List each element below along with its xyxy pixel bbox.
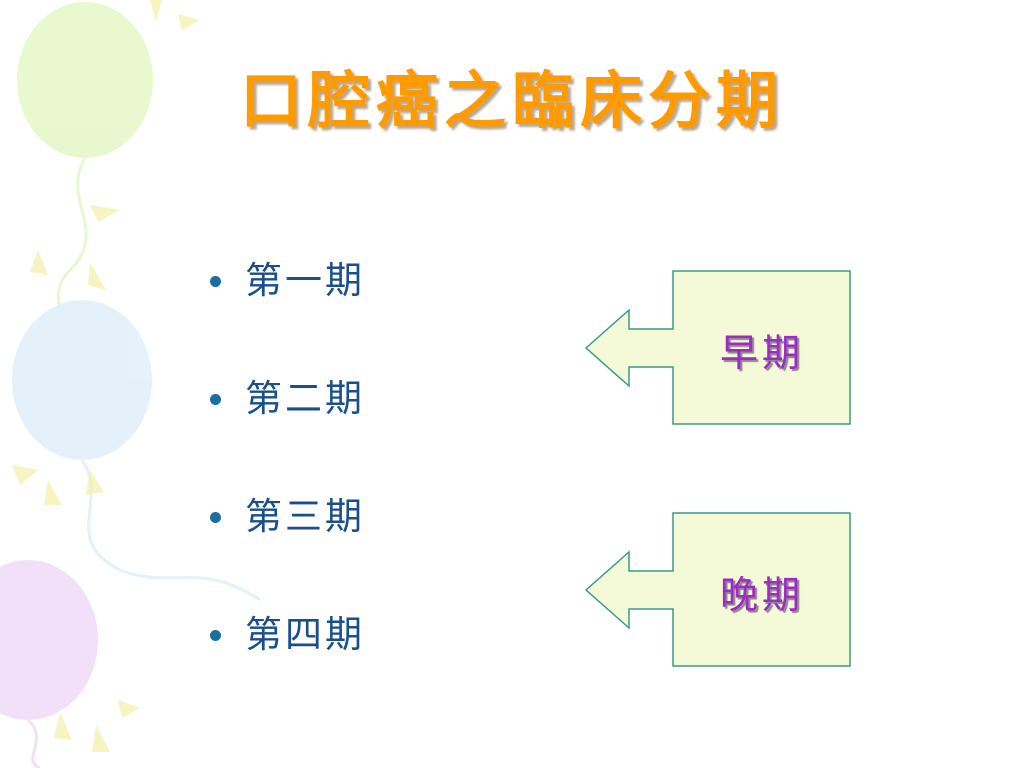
late-stage-label: 晚期 [719,572,804,617]
stage-label: 第一期 [245,258,365,302]
stage-label: 第三期 [245,494,365,538]
slide-title: 口腔癌之臨床分期 [239,64,784,137]
sparkle-icon [150,0,162,22]
sparkle-icon [90,205,120,222]
left-arrow-callout-icon [584,512,851,667]
sparkle-icon [54,712,72,740]
late-stage-callout: 晚期 [584,512,854,670]
balloon-blue-icon [12,300,152,460]
balloon-purple-icon [0,560,98,720]
sparkle-icon [118,700,140,718]
bullet-icon [210,629,221,641]
sparkle-icon [92,725,110,752]
list-item: 第四期 [210,604,365,664]
sparkle-icon [86,470,104,495]
early-stage-label: 早期 [719,330,804,375]
sparkle-icon [178,14,200,30]
stage-label: 第四期 [245,612,365,656]
early-stage-callout: 早期 [584,270,854,428]
sparkle-icon [44,480,62,505]
sparkle-icon [88,262,106,290]
balloon-green-icon [17,2,153,158]
list-item: 第三期 [210,486,365,546]
sparkle-icon [30,250,48,275]
stage-label: 第二期 [245,376,365,420]
bullet-icon [210,393,221,405]
list-item: 第一期 [210,250,365,310]
stage-list: 第一期 第二期 第三期 第四期 [210,250,365,722]
list-item: 第二期 [210,368,365,428]
bullet-icon [210,275,221,287]
sparkle-icon [12,465,38,485]
left-arrow-callout-icon [584,270,851,425]
bullet-icon [210,511,221,523]
